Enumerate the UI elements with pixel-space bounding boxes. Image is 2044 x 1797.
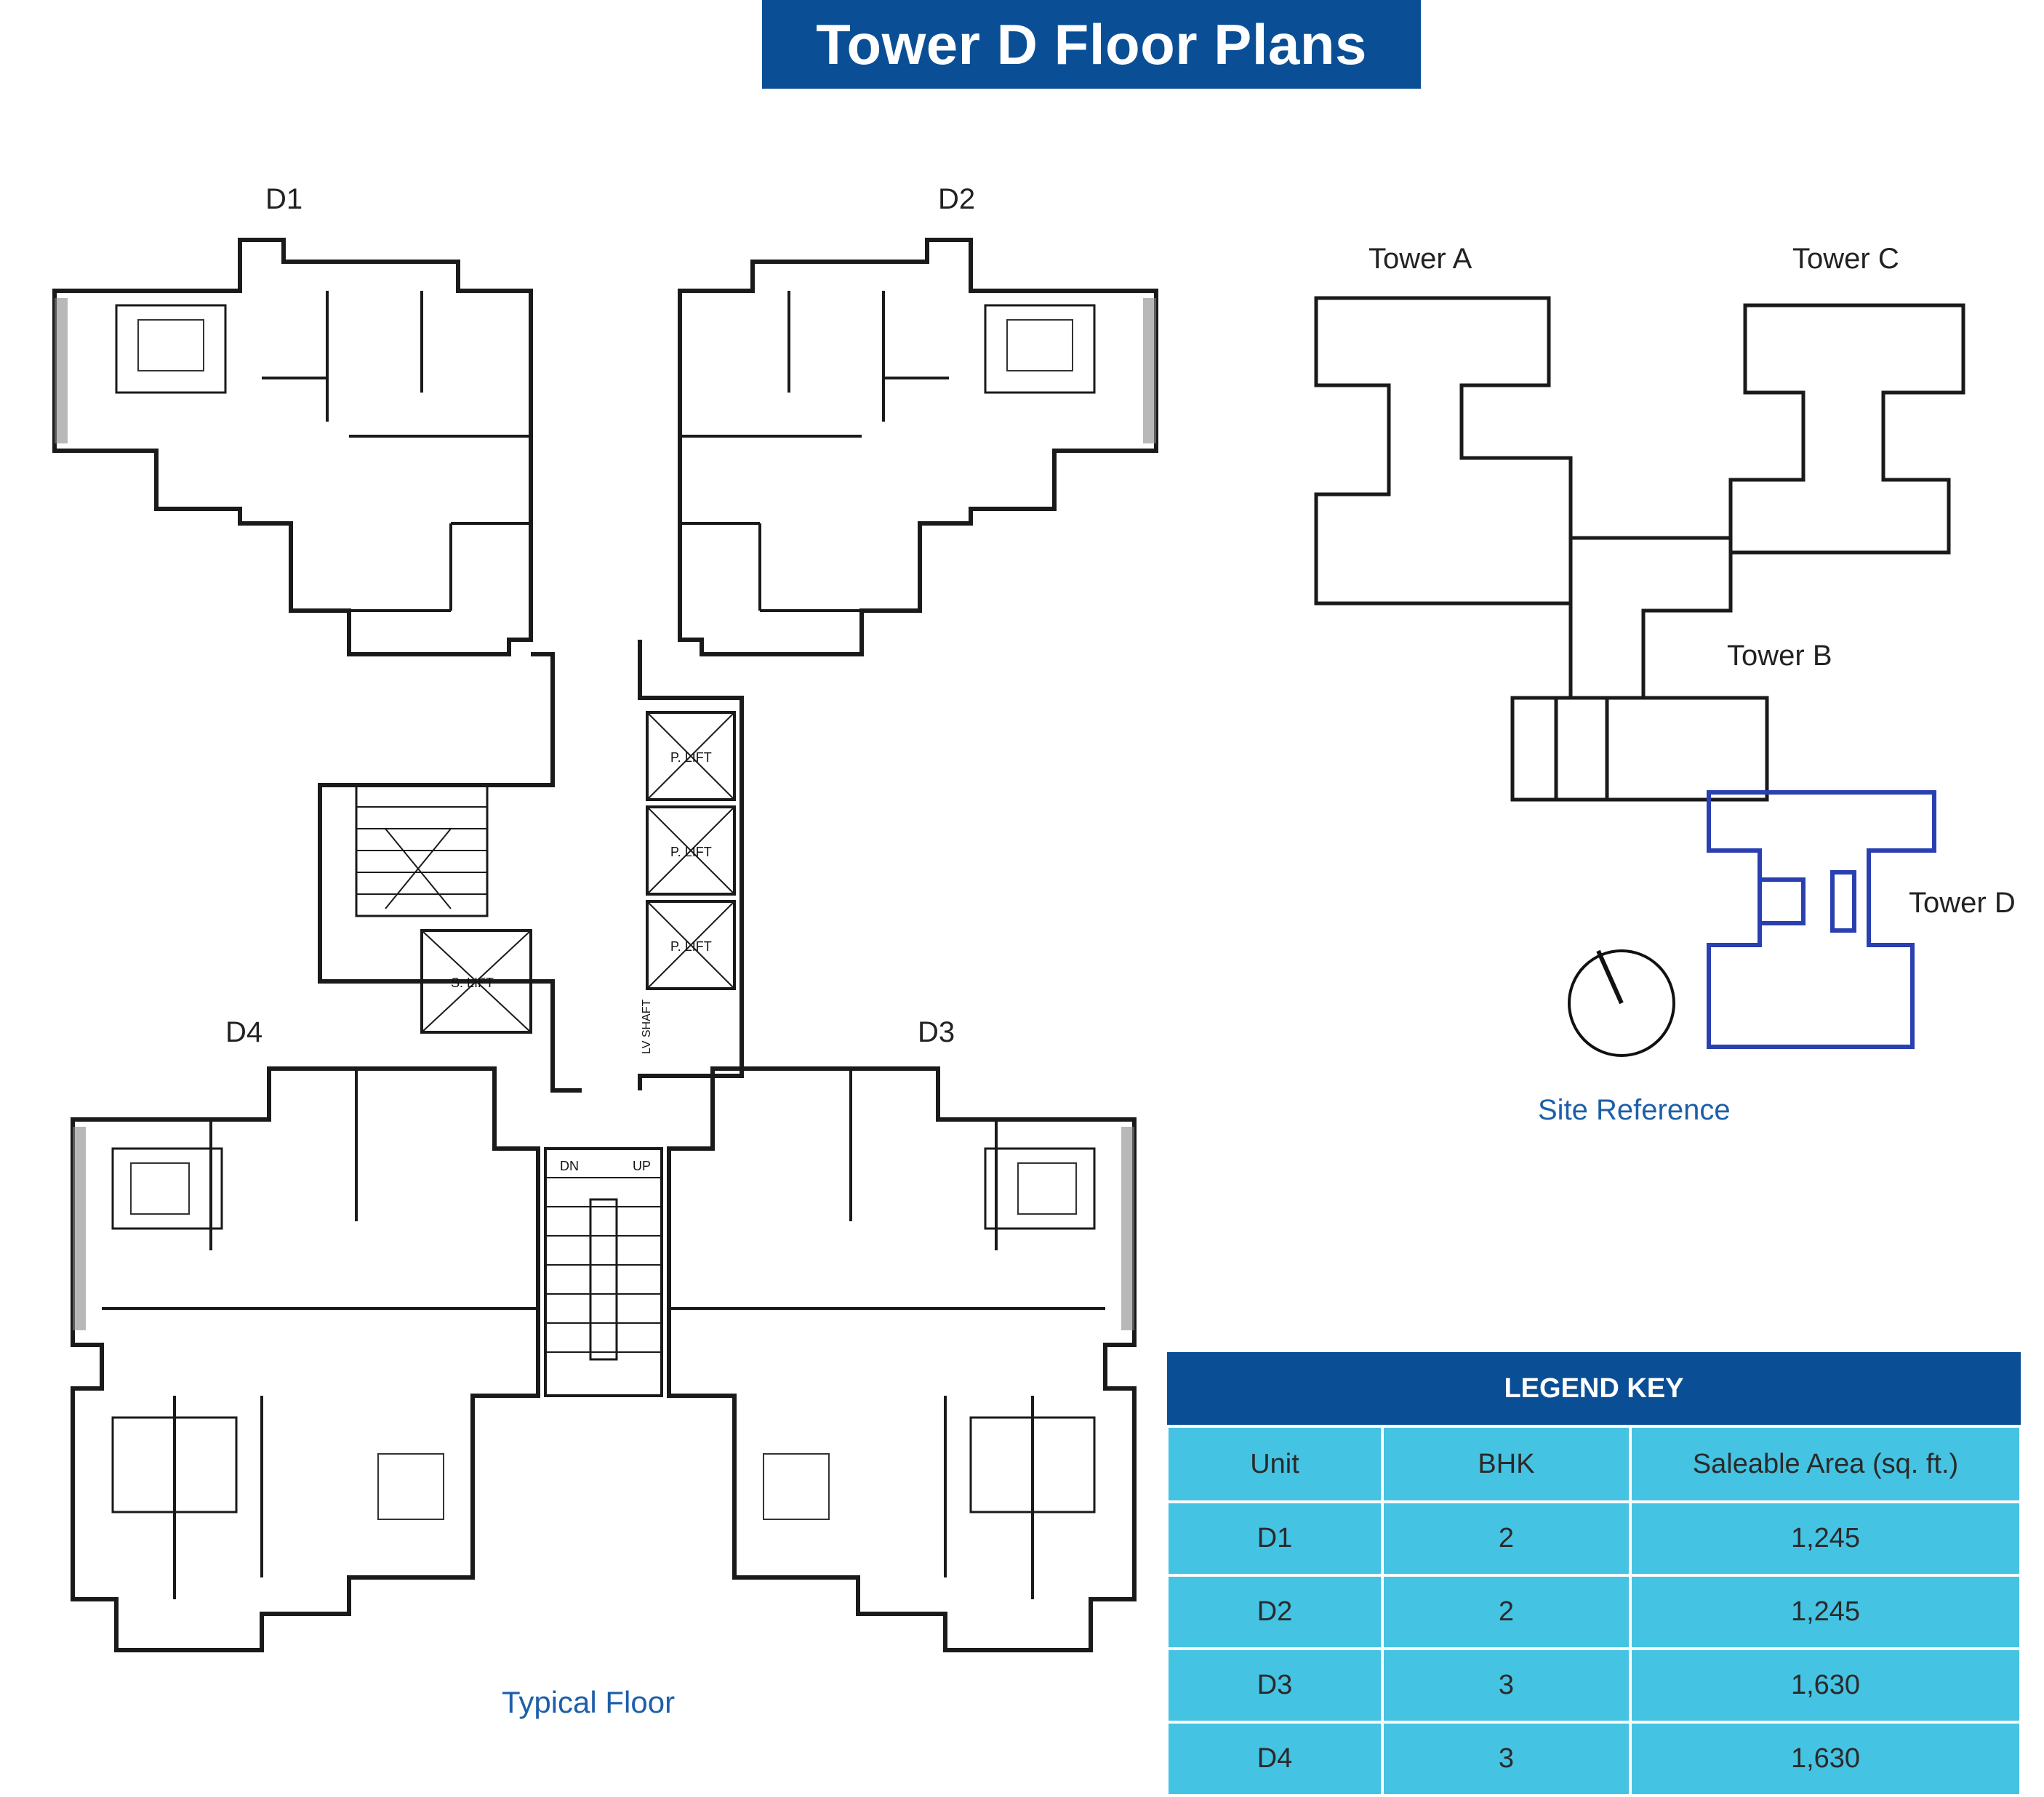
table-row: D3 3 1,630 (1166, 1647, 2022, 1724)
legend-cell-unit: D4 (1166, 1721, 1384, 1797)
unit-label-d3: D3 (918, 1016, 955, 1048)
unit-label-d2: D2 (938, 183, 976, 215)
table-row: D4 3 1,630 (1166, 1721, 2022, 1797)
tower-d-label: Tower D (1909, 887, 2016, 919)
legend-cell-bhk: 2 (1381, 1500, 1632, 1577)
legend-header-unit: Unit (1166, 1425, 1384, 1503)
stair-dn-label: DN (560, 1159, 579, 1173)
tower-b-label: Tower B (1727, 640, 1832, 672)
legend-header-area: Saleable Area (sq. ft.) (1629, 1425, 2022, 1503)
legend-cell-unit: D2 (1166, 1574, 1384, 1650)
legend-cell-area: 1,245 (1629, 1500, 2022, 1577)
s-lift-label: S. LIFT (451, 976, 494, 990)
floor-plan-drawing: P. LIFT P. LIFT P. LIFT S. LIFT DN UP LV… (52, 238, 1158, 1652)
legend-cell-bhk: 3 (1381, 1647, 1632, 1724)
site-reference-map (1314, 296, 1965, 1049)
legend-cell-area: 1,245 (1629, 1574, 2022, 1650)
tower-a-label: Tower A (1368, 243, 1472, 275)
stair-up-label: UP (633, 1159, 651, 1173)
legend-cell-unit: D1 (1166, 1500, 1384, 1577)
p-lift-label-2: P. LIFT (670, 845, 712, 859)
legend-cell-area: 1,630 (1629, 1721, 2022, 1797)
tower-c-label: Tower C (1792, 243, 1899, 275)
p-lift-label-3: P. LIFT (670, 939, 712, 954)
unit-label-d1: D1 (265, 183, 303, 215)
unit-label-d4: D4 (225, 1016, 263, 1048)
shaft-label: LV SHAFT (641, 1000, 653, 1055)
title-banner: Tower D Floor Plans (762, 0, 1421, 89)
legend-title: LEGEND KEY (1167, 1352, 2021, 1426)
plan-caption: Typical Floor (502, 1685, 676, 1719)
legend-cell-unit: D3 (1166, 1647, 1384, 1724)
legend-key-table: LEGEND KEY Unit BHK Saleable Area (sq. f… (1166, 1352, 2022, 1797)
north-compass-icon (1568, 949, 1675, 1057)
legend-cell-bhk: 2 (1381, 1574, 1632, 1650)
page-title: Tower D Floor Plans (816, 12, 1367, 76)
legend-cell-area: 1,630 (1629, 1647, 2022, 1724)
table-row: D1 2 1,245 (1166, 1500, 2022, 1577)
table-row: D2 2 1,245 (1166, 1574, 2022, 1650)
p-lift-label-1: P. LIFT (670, 750, 712, 765)
legend-cell-bhk: 3 (1381, 1721, 1632, 1797)
site-reference-caption: Site Reference (1538, 1094, 1731, 1126)
legend-header-bhk: BHK (1381, 1425, 1632, 1503)
